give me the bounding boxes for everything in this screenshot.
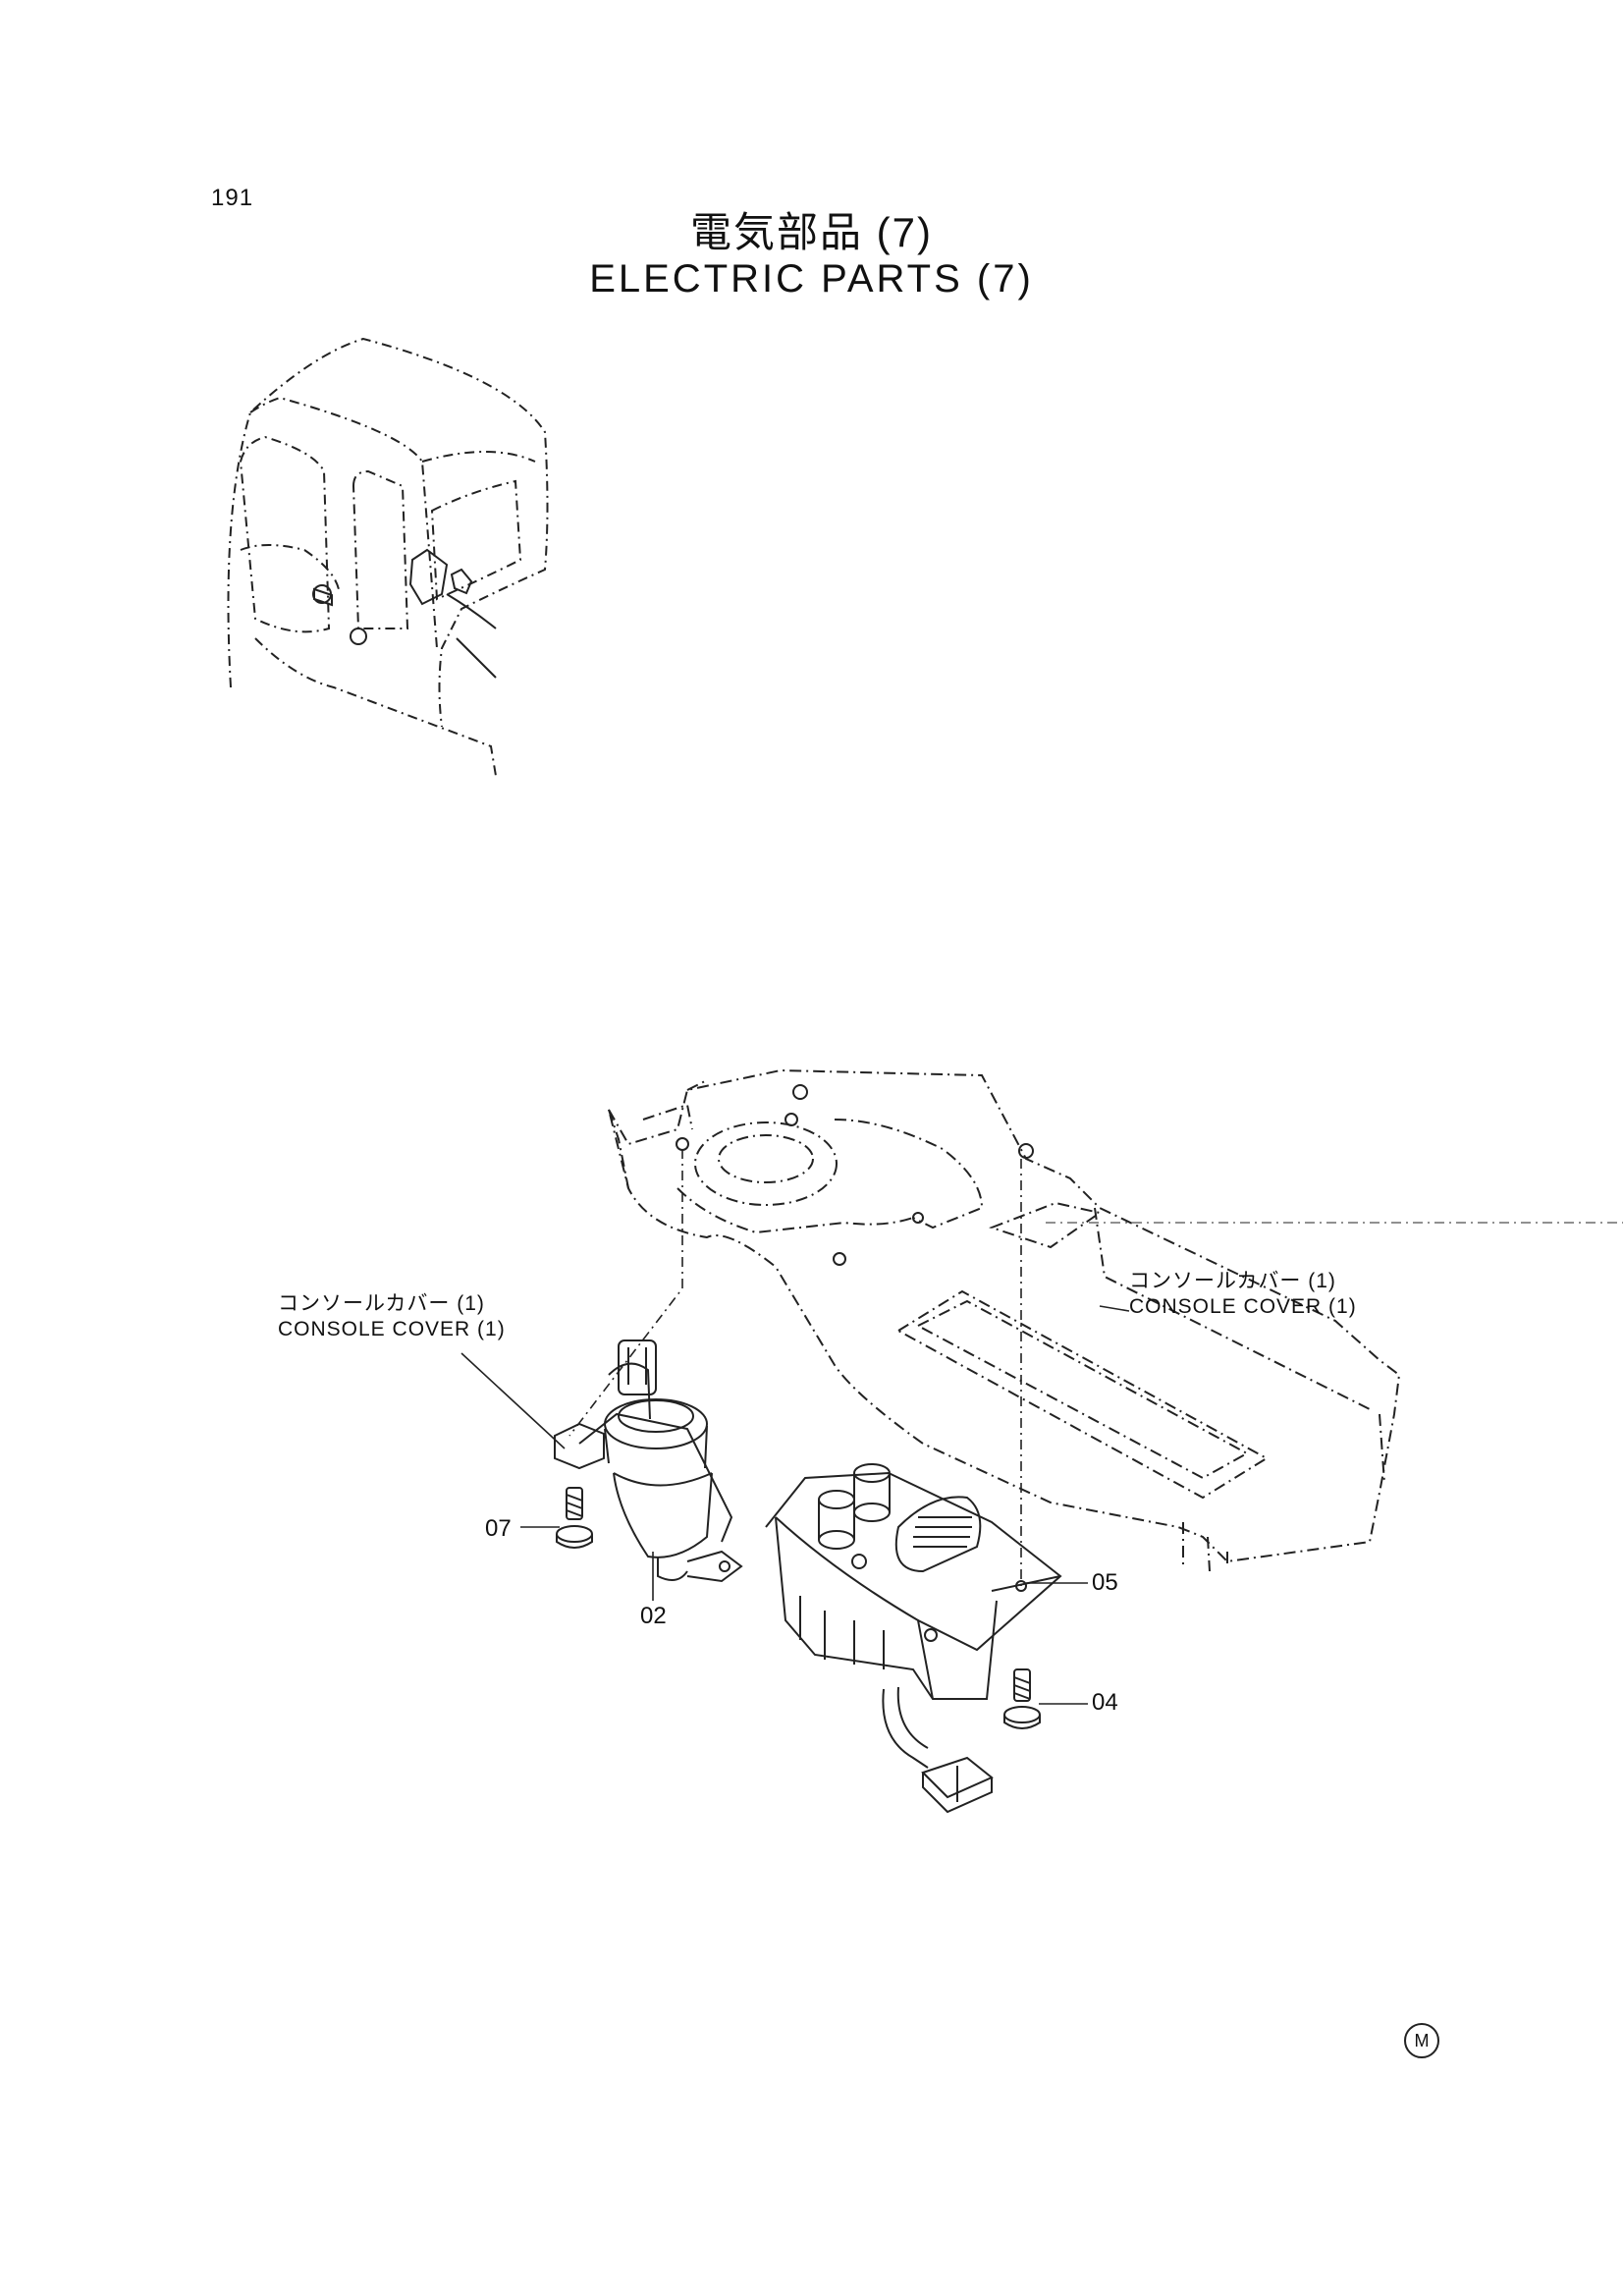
- cab-overview-illustration: [227, 337, 549, 777]
- title-japanese: 電気部品 (7): [689, 209, 933, 255]
- screw-part-04: [1003, 1668, 1041, 1729]
- label-console-cover-right-en: CONSOLE COVER (1): [1129, 1295, 1357, 1318]
- console-cover-illustration: [608, 1068, 1401, 1572]
- label-console-cover-left-jp: コンソールカバー (1): [278, 1292, 485, 1315]
- controller-part: [765, 1463, 1062, 1814]
- label-console-cover-right: コンソールカバー (1) CONSOLE COVER (1): [1129, 1269, 1357, 1320]
- screw-part-07: [556, 1487, 593, 1549]
- part-number-02: 02: [640, 1603, 667, 1629]
- assembly-lines: [568, 1149, 1623, 1586]
- page-number: 191: [211, 185, 254, 211]
- part-number-07: 07: [485, 1515, 512, 1542]
- key-switch-part: [554, 1339, 743, 1583]
- label-console-cover-right-jp: コンソールカバー (1): [1129, 1270, 1336, 1292]
- corner-mark-icon: M: [1404, 2023, 1439, 2058]
- title-english: ELECTRIC PARTS (7): [589, 257, 1034, 301]
- part-number-05: 05: [1092, 1569, 1118, 1596]
- label-console-cover-left: コンソールカバー (1) CONSOLE COVER (1): [278, 1291, 506, 1342]
- label-console-cover-left-en: CONSOLE COVER (1): [278, 1318, 506, 1340]
- callout-leaders: [460, 1305, 1130, 1705]
- part-number-04: 04: [1092, 1689, 1118, 1716]
